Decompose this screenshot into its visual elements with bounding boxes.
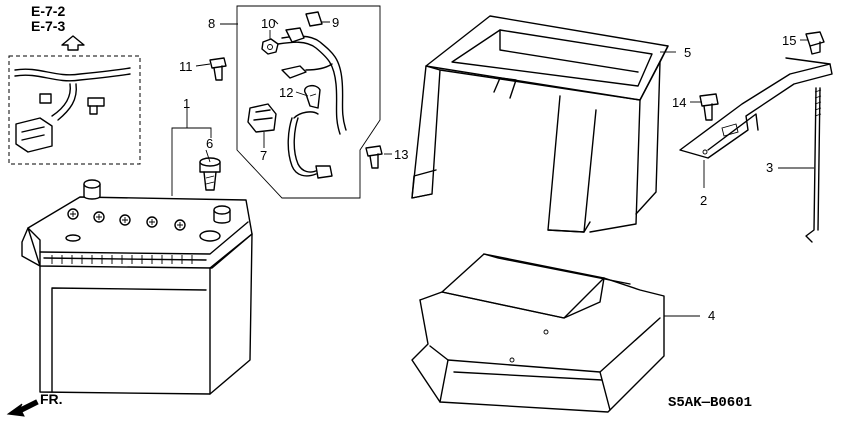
up-arrow-icon bbox=[61, 35, 85, 51]
callout-10[interactable]: 10 bbox=[261, 16, 275, 31]
front-arrow-icon bbox=[6, 399, 39, 417]
terminal-cover-9[interactable] bbox=[305, 11, 323, 27]
clamp-7[interactable] bbox=[247, 103, 277, 133]
callout-14[interactable]: 14 bbox=[672, 95, 686, 110]
harness-detail-box bbox=[8, 55, 141, 165]
battery-tray-lower[interactable] bbox=[411, 253, 665, 413]
leader-11 bbox=[195, 63, 211, 67]
callout-13[interactable]: 13 bbox=[394, 147, 408, 162]
callout-8[interactable]: 8 bbox=[208, 16, 215, 31]
battery[interactable] bbox=[21, 179, 253, 395]
reference-e-7-2[interactable]: E-7-2 bbox=[31, 3, 65, 19]
callout-12[interactable]: 12 bbox=[279, 85, 293, 100]
callout-2[interactable]: 2 bbox=[700, 193, 707, 208]
leader-12 bbox=[295, 91, 309, 97]
nut-10[interactable] bbox=[261, 38, 279, 55]
leader-1 bbox=[171, 108, 188, 196]
battery-set-plate[interactable] bbox=[679, 57, 833, 159]
callout-3[interactable]: 3 bbox=[766, 160, 773, 175]
bolt-13[interactable] bbox=[365, 145, 383, 169]
leader-9 bbox=[273, 19, 330, 25]
callout-5[interactable]: 5 bbox=[684, 45, 691, 60]
bolt-14[interactable] bbox=[699, 93, 719, 121]
leader-6 bbox=[205, 149, 211, 163]
battery-box-upper[interactable] bbox=[411, 15, 669, 233]
front-label: FR. bbox=[40, 391, 63, 407]
cable-group-outline bbox=[236, 5, 381, 199]
battery-rod[interactable] bbox=[805, 87, 822, 243]
callout-1[interactable]: 1 bbox=[183, 96, 190, 111]
bolt-6[interactable] bbox=[199, 157, 221, 191]
clip-12[interactable] bbox=[304, 84, 321, 109]
reference-e-7-3[interactable]: E-7-3 bbox=[31, 18, 65, 34]
callout-6[interactable]: 6 bbox=[206, 136, 213, 151]
callout-4[interactable]: 4 bbox=[708, 308, 715, 323]
wire-harness-detail bbox=[14, 67, 131, 153]
callout-11[interactable]: 11 bbox=[179, 59, 193, 74]
battery-cable[interactable] bbox=[277, 27, 347, 179]
bolt-11[interactable] bbox=[209, 57, 227, 81]
diagram-code: S5AK—B0601 bbox=[668, 395, 752, 411]
callout-15[interactable]: 15 bbox=[782, 33, 796, 48]
nut-15[interactable] bbox=[805, 31, 825, 55]
callout-9[interactable]: 9 bbox=[332, 15, 339, 30]
callout-7[interactable]: 7 bbox=[260, 148, 267, 163]
leader-1b bbox=[187, 127, 212, 138]
